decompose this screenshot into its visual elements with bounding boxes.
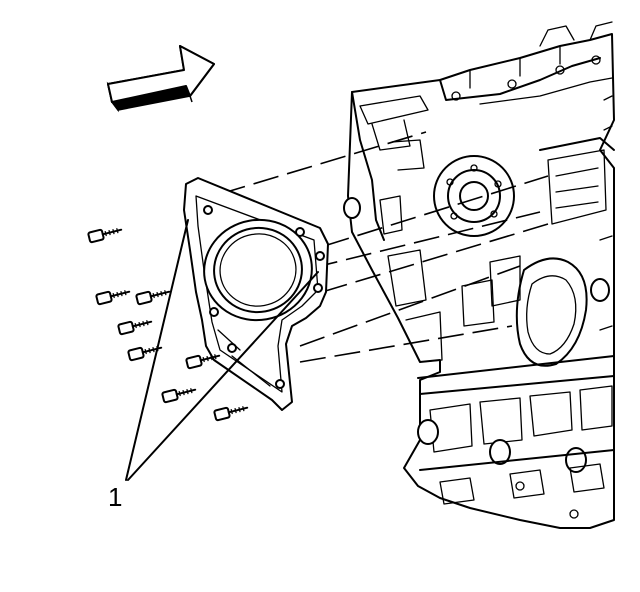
rear-cover-gasket: [183, 177, 329, 411]
bolt-icon: [117, 320, 153, 336]
callout-leader-lines: [125, 219, 319, 481]
engine-block: [343, 21, 615, 529]
direction-arrow-icon: [106, 45, 215, 113]
alignment-lines: [219, 131, 549, 363]
bolt-icon: [135, 290, 171, 306]
callout-label: 1: [108, 482, 123, 512]
bolt-icon: [161, 388, 197, 404]
bolt-icon: [185, 354, 221, 370]
bolt-icon: [213, 406, 249, 422]
bolt-icon: [95, 290, 131, 306]
bolt-icon: [87, 228, 123, 244]
